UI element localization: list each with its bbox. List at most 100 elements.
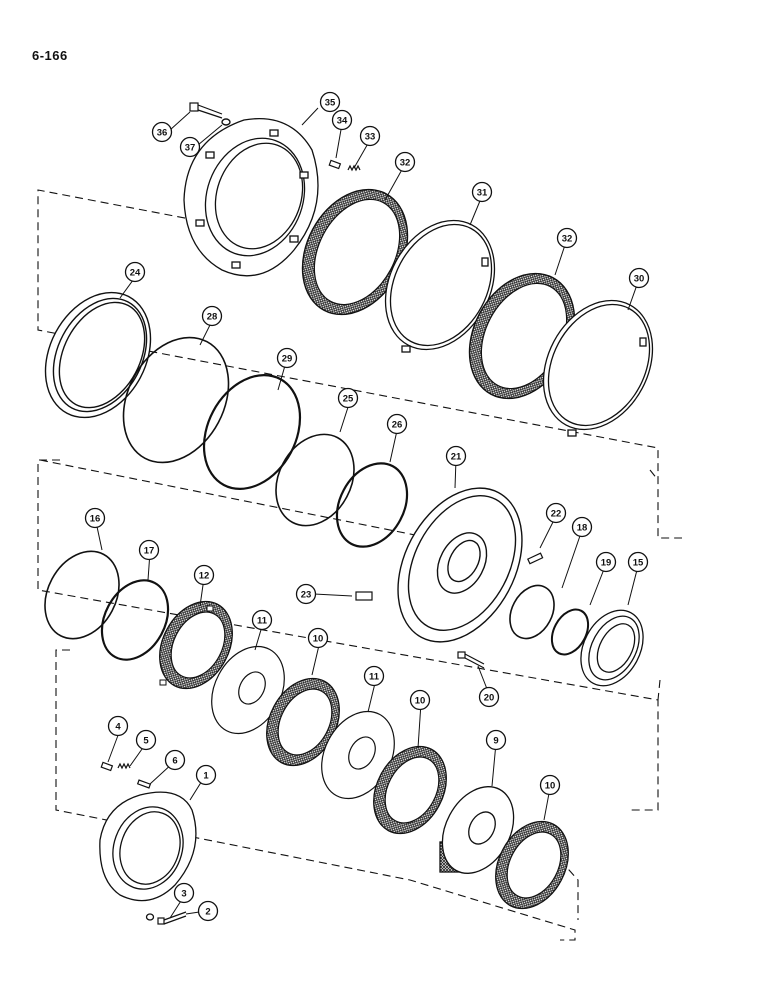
callout-10: 10 (539, 774, 561, 796)
callout-number: 17 (144, 545, 155, 556)
seal-ring-25 (275, 433, 355, 527)
callout-19: 19 (595, 551, 617, 573)
o-ring-29 (202, 374, 302, 490)
callout-26: 26 (386, 413, 408, 435)
o-ring-26 (335, 462, 409, 548)
callout-number: 26 (392, 419, 403, 430)
clutch-hub-21 (397, 487, 523, 643)
callout-17: 17 (138, 539, 160, 561)
friction-disc-10-upper (266, 677, 340, 767)
callout-number: 18 (577, 522, 588, 533)
callout-number: 1 (203, 770, 209, 781)
housing-1 (99, 791, 197, 902)
callout-2: 2 (197, 900, 219, 922)
callout-number: 32 (562, 233, 573, 244)
friction-disc-12 (159, 600, 233, 690)
callout-number: 24 (130, 267, 141, 278)
piston-24 (44, 291, 152, 419)
callout-number: 31 (477, 187, 488, 198)
callout-number: 34 (337, 115, 348, 126)
callout-15: 15 (627, 551, 649, 573)
callout-labels: 1234569101010111112151617181920212223242… (84, 91, 650, 922)
callout-number: 19 (601, 557, 612, 568)
separator-plate-31 (384, 219, 496, 353)
o-ring-19 (550, 608, 590, 656)
callout-31: 31 (471, 181, 493, 203)
callout-21: 21 (445, 445, 467, 467)
callout-number: 16 (90, 513, 101, 524)
callout-12: 12 (193, 564, 215, 586)
callout-33: 33 (359, 125, 381, 147)
callout-number: 35 (325, 97, 336, 108)
steel-plate-11-upper (211, 645, 285, 735)
callout-6: 6 (164, 749, 186, 771)
callout-number: 29 (282, 353, 293, 364)
callout-number: 9 (493, 735, 498, 746)
callout-number: 5 (143, 735, 149, 746)
callout-24: 24 (124, 261, 146, 283)
pin-34 (328, 159, 342, 170)
friction-disc-10-lower (495, 820, 569, 910)
washer-3 (145, 913, 155, 921)
callout-3: 3 (173, 882, 195, 904)
bolt-20 (457, 651, 485, 669)
callout-number: 30 (634, 273, 645, 284)
callout-number: 21 (451, 451, 462, 462)
callout-number: 4 (115, 721, 121, 732)
callout-10: 10 (307, 627, 329, 649)
callout-20: 20 (478, 686, 500, 708)
spring-5 (117, 762, 131, 770)
callout-16: 16 (84, 507, 106, 529)
friction-disc-32-upper (301, 188, 409, 316)
callout-number: 10 (313, 633, 324, 644)
callout-29: 29 (276, 347, 298, 369)
callout-number: 25 (343, 393, 354, 404)
callout-34: 34 (331, 109, 353, 131)
callout-number: 23 (301, 589, 312, 600)
callout-number: 10 (415, 695, 426, 706)
callout-number: 33 (365, 131, 376, 142)
callout-number: 11 (369, 671, 380, 682)
callout-number: 11 (257, 615, 268, 626)
callout-number: 36 (157, 127, 168, 138)
callout-37: 37 (179, 136, 201, 158)
callout-32: 32 (556, 227, 578, 249)
separator-plate-30 (542, 299, 654, 437)
callout-30: 30 (628, 267, 650, 289)
callout-9: 9 (485, 729, 507, 751)
callout-number: 10 (545, 780, 556, 791)
callout-number: 37 (185, 142, 196, 153)
callout-18: 18 (571, 516, 593, 538)
pin-6 (136, 779, 152, 789)
callout-number: 2 (205, 906, 210, 917)
seal-ring-16 (44, 550, 120, 640)
spring-33 (347, 164, 361, 172)
callout-number: 12 (199, 570, 210, 581)
callout-23: 23 (295, 583, 317, 605)
callout-number: 3 (181, 888, 186, 899)
callout-number: 15 (633, 557, 644, 568)
callout-22: 22 (545, 502, 567, 524)
bolt-36 (189, 102, 223, 119)
callout-35: 35 (319, 91, 341, 113)
o-ring-17 (100, 579, 170, 661)
callout-number: 32 (400, 157, 411, 168)
seal-ring-18 (509, 584, 555, 640)
callout-11: 11 (251, 609, 273, 631)
piston-15 (580, 609, 644, 687)
callout-number: 20 (484, 692, 495, 703)
callout-28: 28 (201, 305, 223, 327)
callout-number: 28 (207, 311, 218, 322)
dowel-22 (527, 552, 544, 565)
callout-32: 32 (394, 151, 416, 173)
bolt-2 (157, 911, 187, 925)
callout-25: 25 (337, 387, 359, 409)
callout-number: 6 (172, 755, 177, 766)
callout-number: 22 (551, 508, 562, 519)
seal-ring-28 (122, 336, 230, 464)
callout-5: 5 (135, 729, 157, 751)
pin-23 (355, 591, 373, 601)
callout-1: 1 (195, 764, 217, 786)
callout-11: 11 (363, 665, 385, 687)
